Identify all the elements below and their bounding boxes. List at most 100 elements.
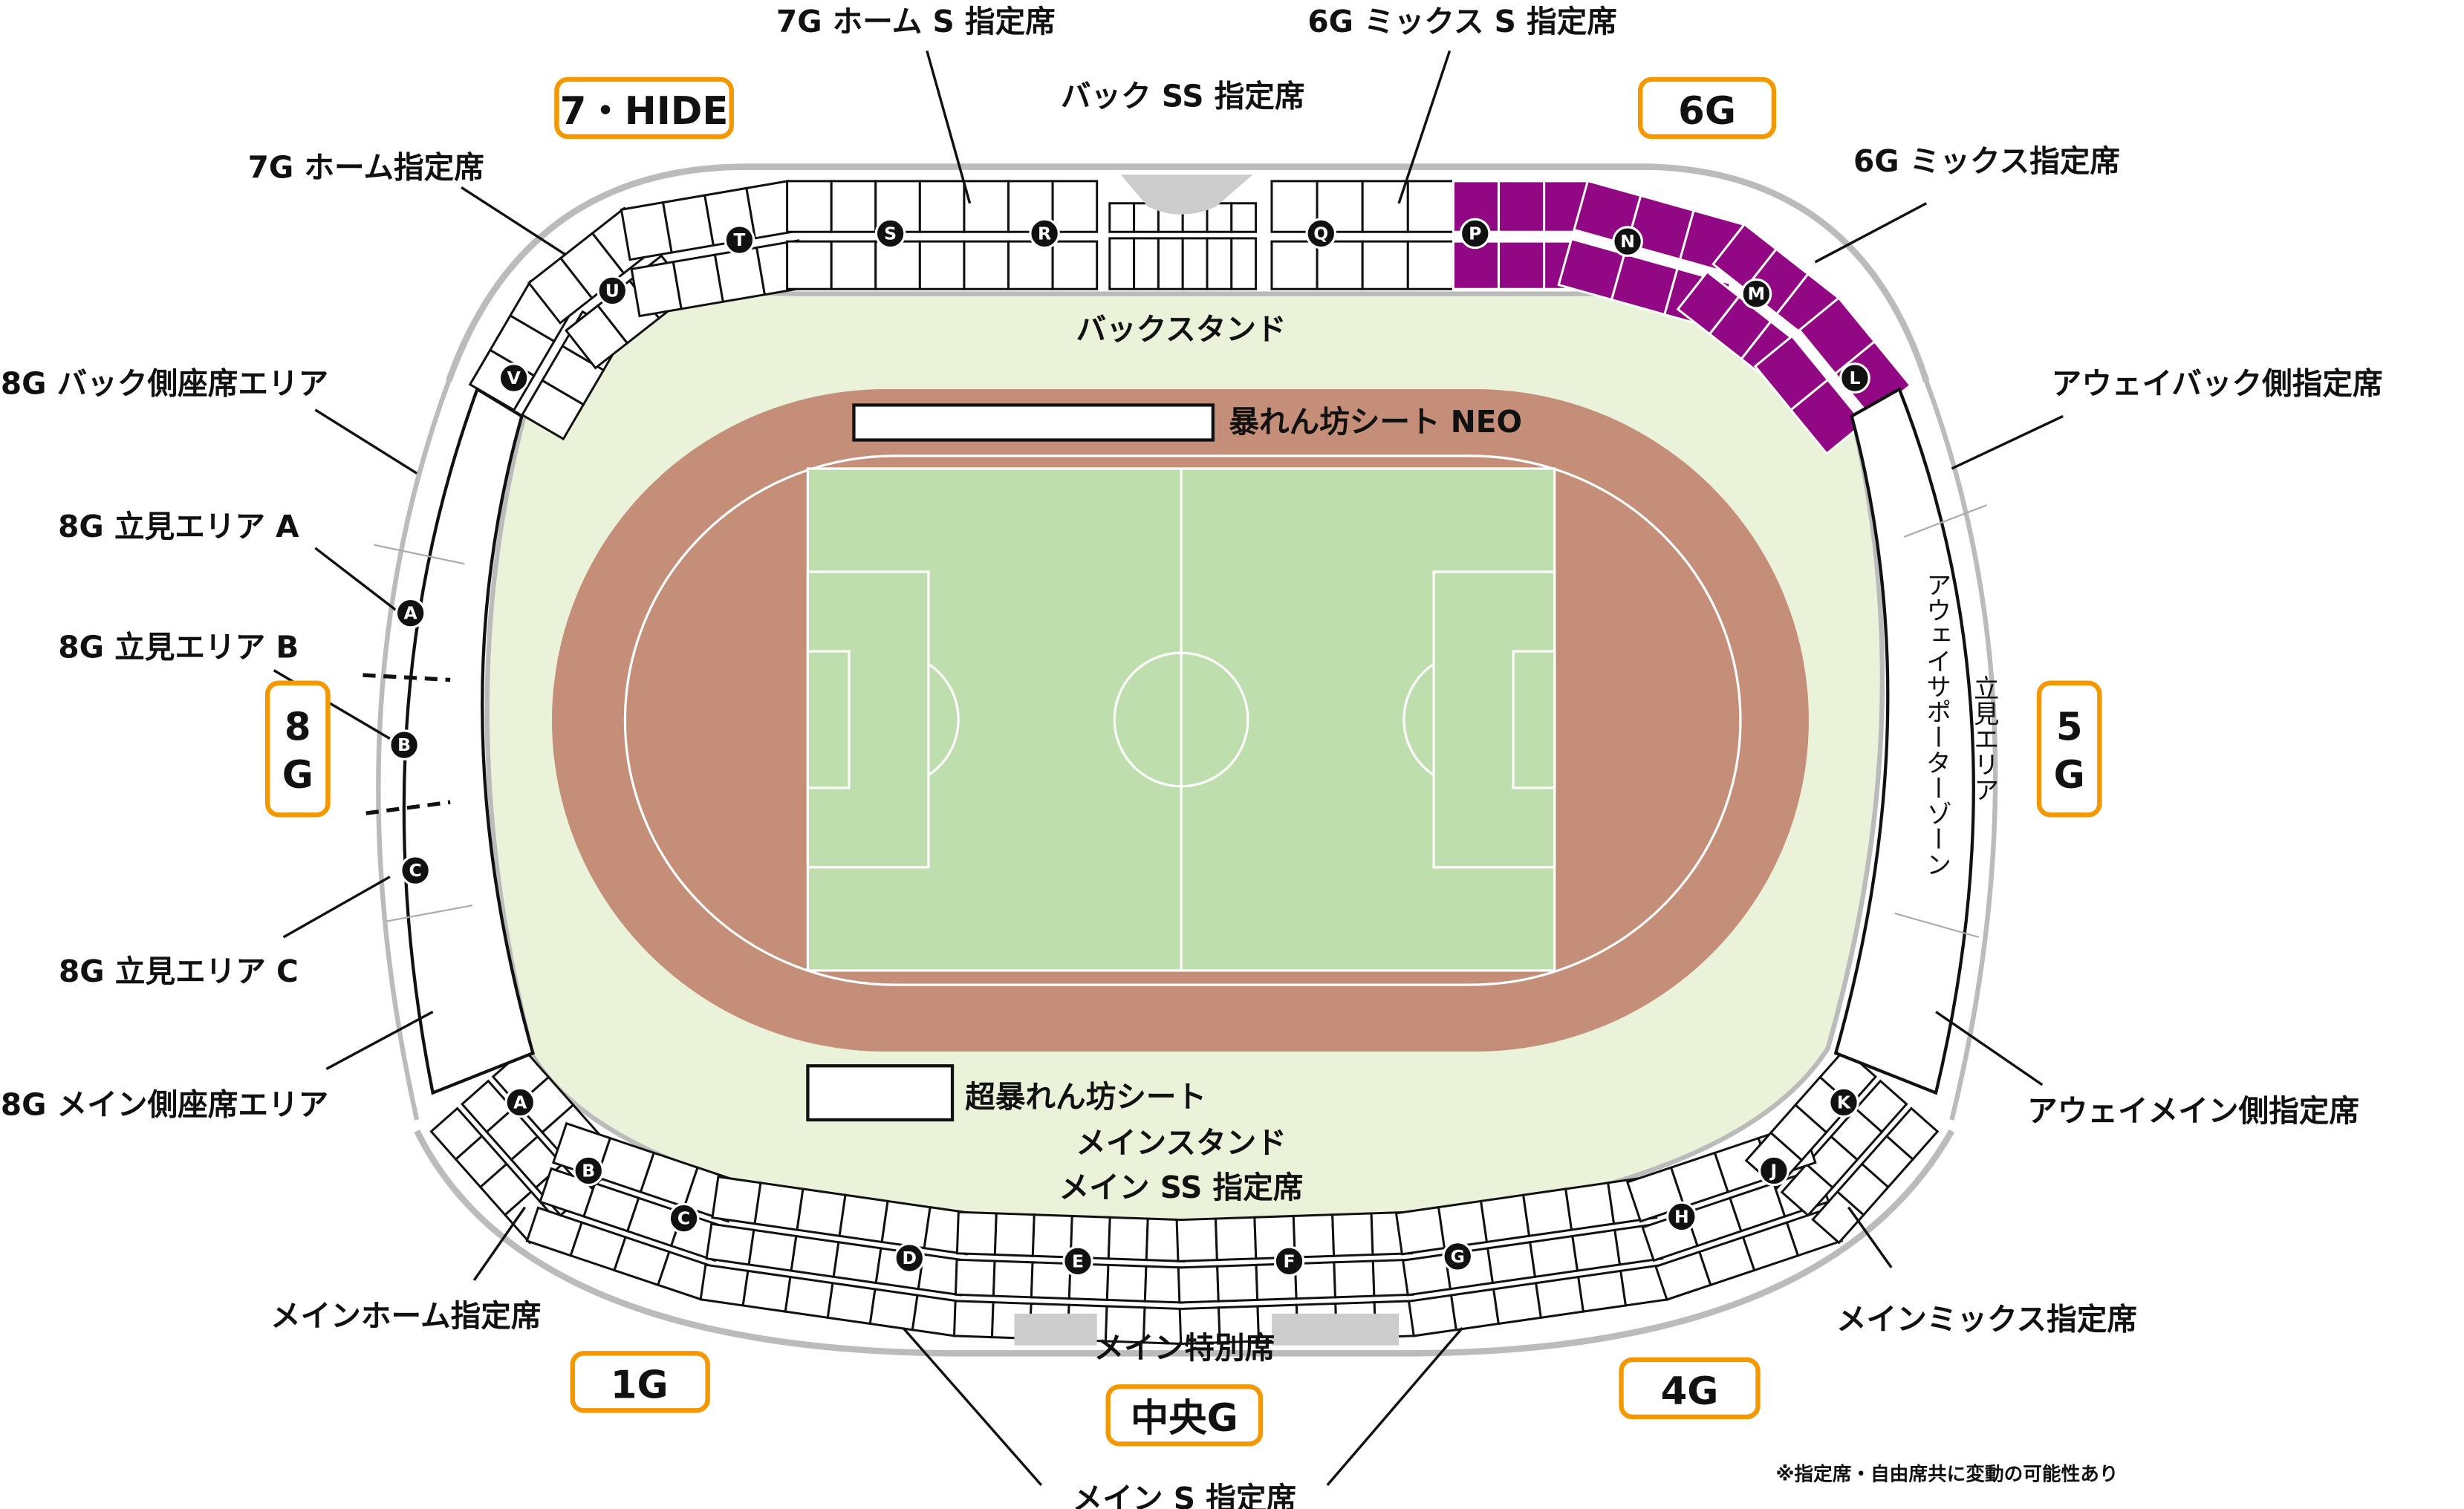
seat-block[interactable] (741, 1269, 792, 1313)
seat-block[interactable] (992, 1259, 1034, 1299)
seat-block[interactable] (1492, 1282, 1543, 1326)
label-6g-mix: 6G ミックス指定席 (1853, 143, 2120, 179)
seat-block[interactable] (955, 1210, 998, 1257)
section-marker-h: H (1665, 1201, 1697, 1233)
seat-block[interactable] (952, 1300, 995, 1339)
right-side-stand[interactable] (1833, 386, 1975, 1095)
seat-block[interactable] (1107, 1216, 1149, 1262)
section-marker-s: S (874, 218, 906, 250)
seat-block[interactable] (1230, 202, 1258, 233)
seat-block[interactable] (1177, 1265, 1220, 1304)
section-marker-b: B (389, 729, 420, 761)
seat-block[interactable] (1529, 1234, 1579, 1278)
seat-block[interactable] (993, 1212, 1036, 1257)
seat-block[interactable] (1108, 202, 1136, 233)
seat-block[interactable] (1521, 1187, 1573, 1237)
seat-block[interactable] (1479, 1193, 1531, 1244)
seat-block[interactable] (1333, 1259, 1376, 1299)
label-standing-b: 8G 立見エリア B (58, 630, 299, 665)
svg-text:4G: 4G (1661, 1369, 1719, 1414)
seat-block[interactable] (1534, 1275, 1585, 1320)
seat-block[interactable] (1108, 237, 1136, 290)
seat-block[interactable] (796, 1187, 847, 1237)
seat-block[interactable] (868, 1288, 919, 1332)
seat-block[interactable] (1206, 237, 1233, 290)
gate-8: 8 G (264, 680, 331, 818)
label-main-s: メイン S 指定席 (1073, 1481, 1296, 1509)
seat-block[interactable] (880, 1199, 932, 1250)
main-special-seat-right[interactable] (1271, 1313, 1400, 1346)
seat-block[interactable] (786, 180, 833, 233)
section-marker-b: B (573, 1155, 605, 1187)
seat-block[interactable] (747, 1228, 798, 1272)
seat-block[interactable] (1031, 1213, 1073, 1259)
seat-block[interactable] (1789, 378, 1865, 455)
seat-block[interactable] (954, 1258, 996, 1297)
seat-block[interactable] (1051, 180, 1099, 233)
seat-block[interactable] (1157, 237, 1184, 290)
neo-seat-label: 暴れん坊シート NEO (1229, 404, 1522, 440)
seat-block[interactable] (918, 180, 966, 233)
seat-block[interactable] (1230, 237, 1258, 290)
seat-block[interactable] (1214, 1216, 1258, 1262)
seat-block[interactable] (1181, 237, 1209, 290)
seat-block[interactable] (1486, 1241, 1537, 1285)
seat-block[interactable] (1564, 1182, 1616, 1231)
main-special-seat-left[interactable] (1014, 1313, 1097, 1346)
seat-block[interactable] (699, 1263, 750, 1307)
seat-block[interactable] (790, 1234, 840, 1278)
seat-block[interactable] (1361, 180, 1409, 233)
section-marker-a: A (504, 1086, 536, 1118)
seat-block[interactable] (1407, 1294, 1457, 1337)
svg-text:7・HIDE: 7・HIDE (560, 89, 729, 134)
seat-block[interactable] (874, 240, 921, 290)
seat-block[interactable] (911, 1294, 961, 1337)
seat-block[interactable] (1449, 1288, 1501, 1332)
seat-block[interactable] (1437, 1199, 1489, 1250)
label-main-mix: メインミックス指定席 (1836, 1301, 2137, 1337)
seat-block[interactable] (1133, 237, 1160, 290)
svg-text:B: B (582, 1160, 595, 1181)
seat-block[interactable] (832, 1241, 882, 1285)
seat-block[interactable] (786, 240, 833, 290)
seat-block[interactable] (830, 180, 877, 233)
seat-block[interactable] (753, 1182, 804, 1231)
label-main-special: メイン特別席 (1093, 1330, 1275, 1366)
section-marker-d: D (894, 1242, 926, 1274)
seat-block[interactable] (1105, 1263, 1148, 1303)
seat-block[interactable] (963, 180, 1010, 233)
seat-block[interactable] (1854, 1079, 1908, 1134)
seat-block[interactable] (918, 240, 966, 290)
seat-block[interactable] (1885, 1107, 1940, 1161)
divider (1903, 504, 1987, 538)
seat-block[interactable] (1331, 1212, 1374, 1257)
svg-text:S: S (884, 223, 897, 244)
seat-block[interactable] (1270, 240, 1319, 290)
seat-block[interactable] (963, 240, 1010, 290)
seat-block[interactable] (1498, 180, 1546, 233)
divider (374, 544, 465, 565)
section-marker-k: K (1828, 1086, 1859, 1118)
seat-block[interactable] (1406, 180, 1454, 233)
label-away-back: アウェイバック側指定席 (2052, 365, 2383, 401)
seat-block[interactable] (1406, 240, 1454, 290)
neo-seat-box[interactable] (852, 403, 1215, 442)
section-marker-p: P (1459, 218, 1491, 250)
seat-block[interactable] (838, 1193, 889, 1244)
seat-block[interactable] (1394, 1205, 1446, 1256)
seat-block[interactable] (1361, 240, 1409, 290)
seat-block[interactable] (784, 1275, 834, 1320)
super-seat-box[interactable] (806, 1064, 955, 1122)
seat-block[interactable] (826, 1282, 877, 1326)
seat-block[interactable] (1571, 1228, 1622, 1272)
seat-block[interactable] (711, 1175, 762, 1225)
seat-block[interactable] (1216, 1263, 1259, 1303)
seat-block[interactable] (1498, 240, 1546, 290)
seat-block[interactable] (1577, 1269, 1628, 1313)
seat-block[interactable] (830, 240, 877, 290)
seat-block[interactable] (1175, 1217, 1218, 1262)
svg-text:H: H (1674, 1206, 1689, 1227)
seat-block[interactable] (1051, 240, 1099, 290)
seat-block[interactable] (705, 1222, 755, 1266)
